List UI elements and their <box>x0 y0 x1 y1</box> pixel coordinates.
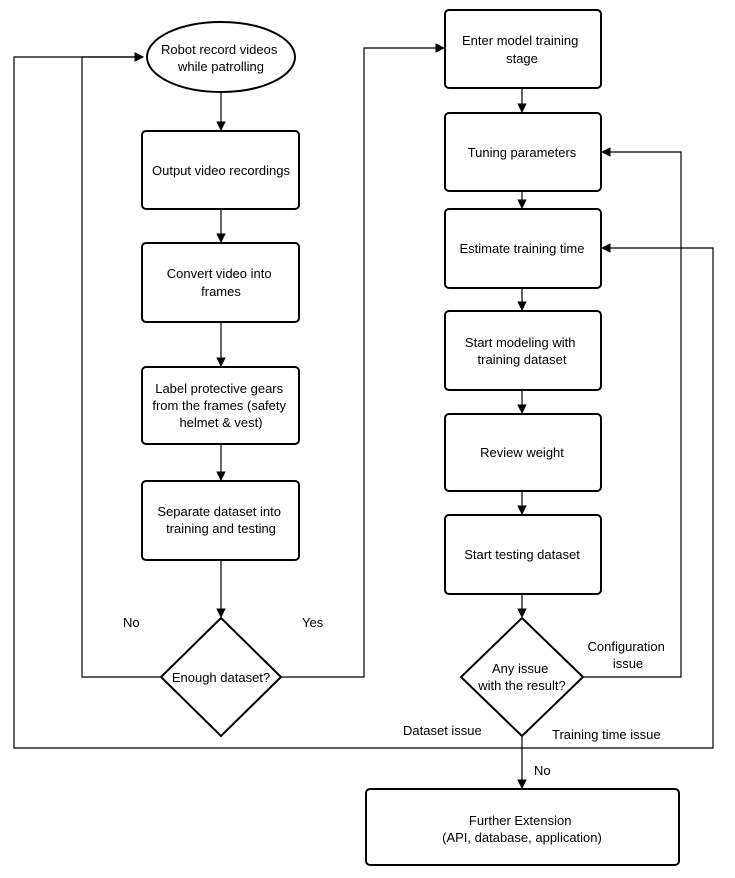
edge-label-yes: Yes <box>302 615 324 630</box>
any-issue-diamond: Any issue with the result? <box>459 616 585 738</box>
edge-dataset-issue-loop <box>13 52 522 749</box>
start-label: Robot record videos while patrolling <box>161 42 281 74</box>
start-testing-box: Start testing dataset <box>444 514 602 595</box>
estimate-time-label: Estimate training time <box>460 241 585 256</box>
edge-enough-yes <box>281 43 445 678</box>
enough-dataset-diamond: Enough dataset? <box>159 616 283 738</box>
tuning-parameters-box: Tuning parameters <box>444 112 602 192</box>
separate-dataset-box: Separate dataset into training and testi… <box>141 480 300 561</box>
edges <box>13 43 714 789</box>
further-extension-box: Further Extension (API, database, applic… <box>365 788 680 866</box>
tuning-parameters-label: Tuning parameters <box>468 145 577 160</box>
output-recordings-label: Output video recordings <box>152 163 291 178</box>
output-recordings-box: Output video recordings <box>141 130 300 210</box>
estimate-time-box: Estimate training time <box>444 208 602 289</box>
edge-training-time-issue-loop <box>521 243 714 749</box>
edge-label-training-time-issue: Training time issue <box>552 727 661 742</box>
convert-video-label: Convert video into frames <box>167 266 275 299</box>
edge-label-no-bottom: No <box>534 763 551 778</box>
label-gears-box: Label protective gears from the frames (… <box>141 366 300 445</box>
start-modeling-box: Start modeling with training dataset <box>444 310 602 391</box>
edge-config-issue-loop <box>583 147 682 678</box>
edge-label-dataset-issue: Dataset issue <box>403 723 482 738</box>
start-modeling-label: Start modeling with training dataset <box>465 335 579 367</box>
edge-label-no-left: No <box>123 615 140 630</box>
edge-label-configuration-issue: Configuration issue <box>588 639 669 671</box>
enter-training-box: Enter model training stage <box>444 9 602 89</box>
review-weight-label: Review weight <box>480 445 564 460</box>
enter-training-label: Enter model training stage <box>462 33 582 66</box>
enough-dataset-label: Enough dataset? <box>172 670 270 685</box>
start-testing-label: Start testing dataset <box>464 547 580 562</box>
any-issue-label: Any issue with the result? <box>477 661 565 693</box>
convert-video-box: Convert video into frames <box>141 242 300 323</box>
separate-dataset-label: Separate dataset into training and testi… <box>157 504 284 536</box>
further-extension-label: Further Extension (API, database, applic… <box>442 813 602 845</box>
label-gears-label: Label protective gears from the frames (… <box>152 381 289 430</box>
review-weight-box: Review weight <box>444 413 602 492</box>
start-ellipse: Robot record videos while patrolling <box>146 21 296 93</box>
